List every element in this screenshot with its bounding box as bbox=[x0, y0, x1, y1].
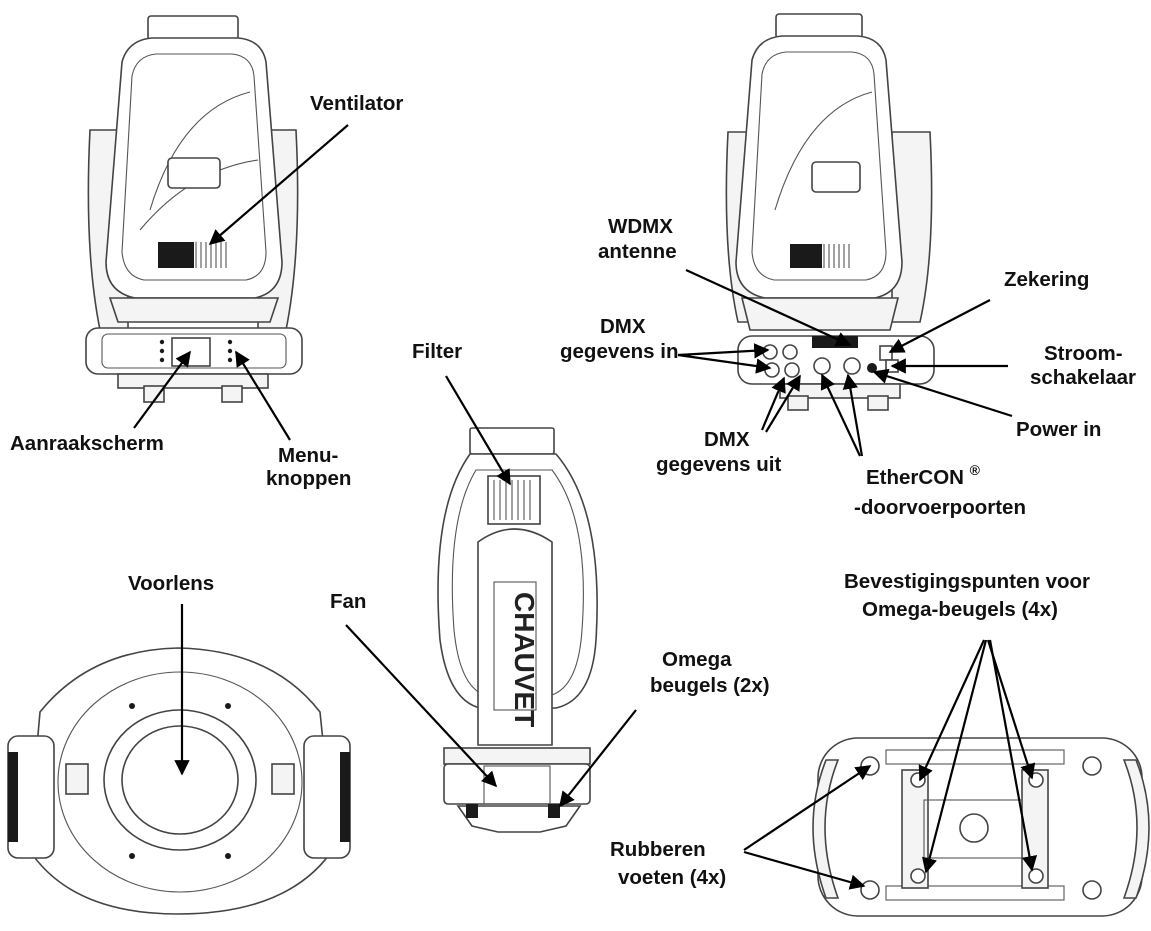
label-wdmx-antenne: WDMX antenne bbox=[598, 215, 679, 263]
label-omega-beugels: Omega beugels (2x) bbox=[650, 648, 770, 697]
label-stroomschakelaar: Stroom- schakelaar bbox=[1030, 342, 1136, 389]
label-dmx-uit: DMX gegevens uit bbox=[656, 428, 781, 476]
label-power-in: Power in bbox=[1016, 418, 1101, 441]
leader-lines bbox=[133, 124, 1038, 890]
label-fan: Fan bbox=[330, 590, 366, 613]
label-ethercon: EtherCON ® -doorvoerpoorten bbox=[854, 457, 1026, 519]
fixture-top-view bbox=[7, 647, 351, 915]
brand-logo: CHAUVET bbox=[509, 592, 540, 727]
fixture-bottom-view bbox=[812, 737, 1150, 917]
label-bevestigingspunten: Bevestigingspunten voor Omega-beugels (4… bbox=[844, 570, 1096, 621]
callout-labels: Ventilator Aanraakscherm Menu- knoppen W… bbox=[10, 92, 1136, 889]
fixture-rear-view bbox=[725, 13, 935, 411]
label-voorlens: Voorlens bbox=[128, 572, 214, 595]
label-aanraakscherm: Aanraakscherm bbox=[10, 432, 164, 455]
label-zekering: Zekering bbox=[1004, 268, 1089, 291]
label-filter: Filter bbox=[412, 340, 462, 363]
label-ventilator: Ventilator bbox=[310, 92, 403, 115]
fixture-side-view: CHAUVET bbox=[437, 427, 598, 833]
label-dmx-in: DMX gegevens in bbox=[560, 315, 679, 363]
label-menuknoppen: Menu- knoppen bbox=[266, 444, 351, 490]
fixture-front-view bbox=[85, 15, 303, 403]
label-rubberen-voeten: Rubberen voeten (4x) bbox=[610, 838, 726, 889]
